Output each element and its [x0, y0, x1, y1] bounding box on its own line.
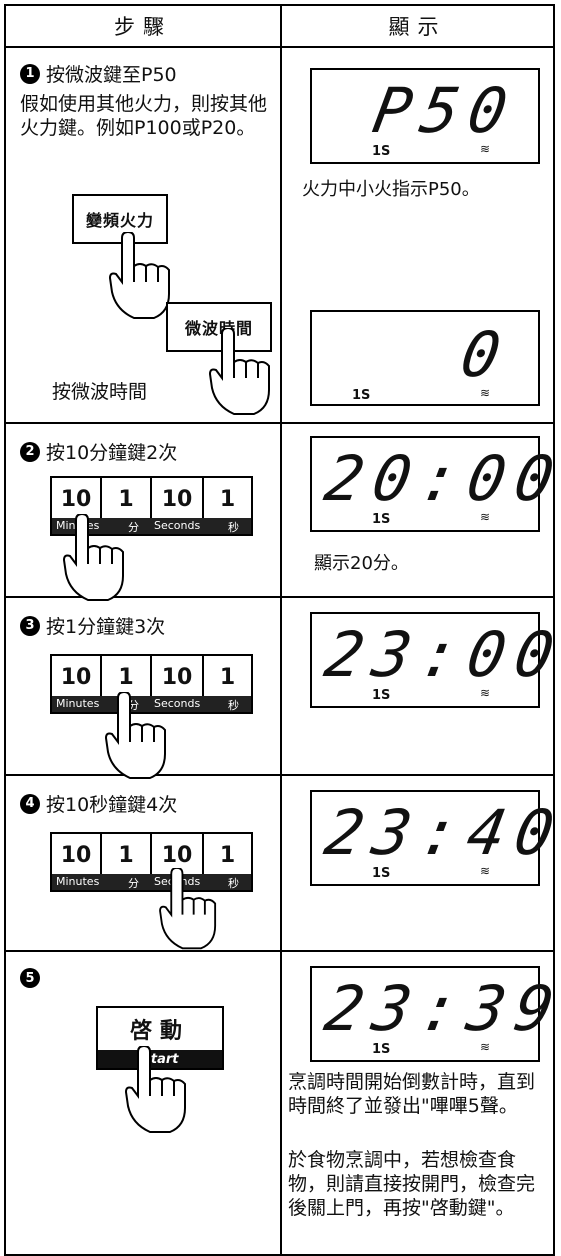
lcd-digits: 0	[455, 318, 516, 391]
lcd-display-2339: 23:39 1S ≋	[310, 966, 561, 1062]
one-second-indicator: 1S	[372, 1042, 391, 1057]
minute-cn-label: 分	[128, 699, 139, 712]
ten-minutes-key[interactable]: 10	[52, 656, 102, 698]
inverter-power-button[interactable]: 變頻火力	[72, 194, 168, 244]
row-divider	[6, 46, 553, 48]
ten-minutes-key[interactable]: 10	[52, 478, 102, 520]
one-second-key[interactable]: 1	[219, 664, 236, 690]
heat-waves-icon: ≋	[480, 864, 491, 878]
lcd-display-2340: 23:40 1S ≋	[310, 790, 561, 886]
press-microwave-time-label: 按微波時間	[52, 381, 148, 403]
step-1-title: 1 按微波鍵至P50	[20, 60, 177, 87]
pointing-hand-icon	[62, 514, 124, 601]
ten-seconds-key[interactable]: 10	[152, 834, 204, 876]
start-button-label: 啓動	[129, 1019, 190, 1044]
lcd-digits: P50	[367, 74, 523, 147]
pointing-hand-icon	[124, 1046, 186, 1133]
microwave-time-button[interactable]: 微波時間	[166, 302, 272, 352]
lcd-display-p50: P50 1S ≋	[310, 68, 540, 164]
minute-cn-label: 分	[128, 521, 139, 534]
step-1-title-text: 按微波鍵至P50	[46, 64, 177, 86]
minute-cn-label: 分	[128, 877, 139, 890]
step-number-icon: 1	[20, 63, 40, 84]
step-2-title: 2 按10分鐘鍵2次	[20, 438, 177, 465]
keypad-label-bar: Minutes 分 Seconds 秒	[52, 874, 251, 890]
pointing-hand-icon	[208, 328, 270, 415]
row-divider	[6, 774, 553, 776]
step-4-title: 4 按10秒鐘鍵4次	[20, 790, 177, 817]
ten-seconds-key[interactable]: 10	[152, 478, 204, 520]
one-minute-key[interactable]: 1	[102, 478, 152, 520]
lcd-digits: 20:00	[319, 442, 561, 515]
row-divider	[6, 596, 553, 598]
step-number-icon: 3	[20, 615, 40, 636]
one-minute-key[interactable]: 1	[102, 834, 152, 876]
seconds-label: Seconds	[154, 519, 201, 532]
heat-waves-icon: ≋	[480, 142, 491, 156]
time-keypad: 10 1 10 1 Minutes 分 Seconds 秒	[50, 476, 253, 536]
countdown-caption: 烹調時間開始倒數計時，直到時間終了並發出"嗶嗶5聲。	[288, 1071, 536, 1117]
lcd-digits: 23:39	[319, 972, 561, 1045]
lcd-display-zero: 0 1S ≋	[310, 310, 540, 406]
heat-waves-icon: ≋	[480, 510, 491, 524]
one-second-key[interactable]: 1	[219, 486, 236, 512]
ten-minutes-key[interactable]: 10	[52, 834, 102, 876]
heat-waves-icon: ≋	[480, 386, 491, 400]
time-keypad: 10 1 10 1 Minutes 分 Seconds 秒	[50, 654, 253, 714]
step-2-title-text: 按10分鐘鍵2次	[46, 442, 178, 464]
step-5-title: 5	[20, 968, 40, 988]
step-3-title: 3 按1分鐘鍵3次	[20, 612, 165, 639]
lcd-digits: 23:00	[319, 618, 561, 691]
row-divider	[6, 950, 553, 952]
step-3-title-text: 按1分鐘鍵3次	[46, 616, 166, 638]
keypad-label-bar: Minutes 分 Seconds 秒	[52, 696, 251, 712]
one-minute-key[interactable]: 1	[102, 656, 152, 698]
twenty-minutes-caption: 顯示20分。	[314, 553, 409, 574]
lcd-display-2300: 23:00 1S ≋	[310, 612, 561, 708]
instruction-table: 步驟 顯示 1 按微波鍵至P50 假如使用其他火力，則按其他火力鍵。例如P100…	[4, 4, 561, 1256]
one-second-indicator: 1S	[372, 688, 391, 703]
one-second-indicator: 1S	[372, 866, 391, 881]
step-1-description: 假如使用其他火力，則按其他火力鍵。例如P100或P20。	[20, 93, 268, 139]
time-keypad: 10 1 10 1 Minutes 分 Seconds 秒	[50, 832, 253, 892]
minutes-label: Minutes	[56, 875, 100, 888]
one-second-indicator: 1S	[372, 512, 391, 527]
step-4-title-text: 按10秒鐘鍵4次	[46, 794, 178, 816]
one-second-key[interactable]: 1	[219, 842, 236, 868]
one-second-indicator: 1S	[372, 144, 391, 159]
minutes-label: Minutes	[56, 697, 100, 710]
lcd-digits: 23:40	[319, 796, 561, 869]
check-food-caption: 於食物烹調中，若想檢查食物，則請直接按開門，檢查完後關上門，再按"啓動鍵"。	[288, 1149, 536, 1219]
one-second-indicator: 1S	[352, 388, 371, 403]
step-number-icon: 5	[20, 968, 40, 988]
seconds-label: Seconds	[154, 697, 201, 710]
step-number-icon: 2	[20, 441, 40, 462]
heat-waves-icon: ≋	[480, 686, 491, 700]
ten-seconds-key[interactable]: 10	[152, 656, 204, 698]
column-divider	[280, 6, 282, 1254]
pointing-hand-icon	[108, 232, 170, 319]
row-divider	[6, 422, 553, 424]
pointing-hand-icon	[104, 692, 166, 779]
p50-caption: 火力中小火指示P50。	[302, 179, 480, 200]
step-number-icon: 4	[20, 793, 40, 814]
second-cn-label: 秒	[228, 699, 239, 712]
display-header: 顯示	[388, 15, 447, 39]
lcd-display-2000: 20:00 1S ≋	[310, 436, 561, 532]
heat-waves-icon: ≋	[480, 1040, 491, 1054]
second-cn-label: 秒	[228, 521, 239, 534]
second-cn-label: 秒	[228, 877, 239, 890]
steps-header: 步驟	[114, 15, 172, 39]
pointing-hand-icon	[159, 868, 217, 950]
